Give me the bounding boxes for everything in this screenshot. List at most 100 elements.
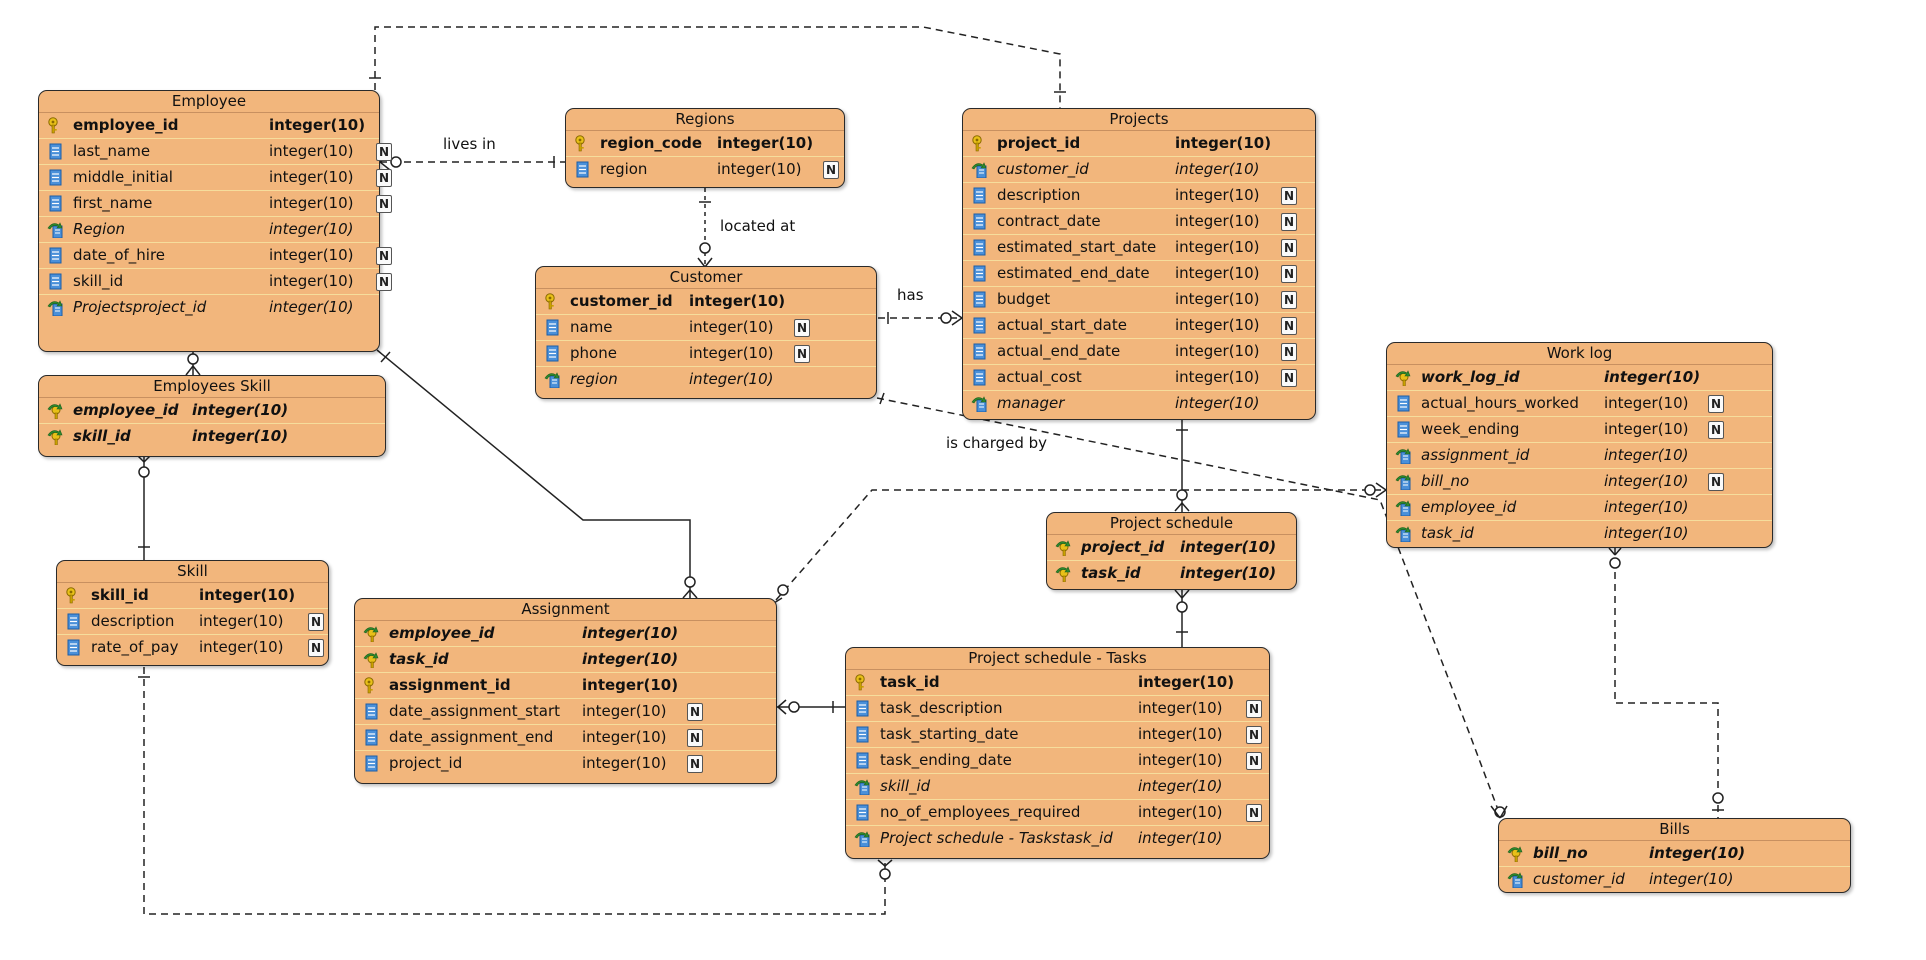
field-name: actual_start_date xyxy=(997,316,1127,334)
nullable-icon: N xyxy=(1246,700,1262,718)
field-type: integer(10) xyxy=(269,272,354,290)
nullable-icon: N xyxy=(1281,187,1297,205)
field-type: integer(10) xyxy=(1175,264,1260,282)
primary-foreign-key-icon xyxy=(47,402,63,420)
field-name: employee_id xyxy=(389,624,495,642)
field-name: task_id xyxy=(1421,524,1474,542)
foreign-key-column-icon xyxy=(1395,473,1411,491)
field-name: employee_id xyxy=(73,401,179,419)
rel-assignment-worklog xyxy=(775,489,1385,601)
rel-label-located-at: located at xyxy=(720,217,796,235)
field-row-task-id[interactable]: task_id integer(10) xyxy=(1387,521,1772,546)
field-type: integer(10) xyxy=(1604,524,1689,542)
field-name: date_assignment_end xyxy=(389,728,554,746)
nullable-icon: N xyxy=(376,195,392,213)
field-name: estimated_end_date xyxy=(997,264,1150,282)
column-icon xyxy=(971,265,987,282)
field-name: skill_id xyxy=(880,777,931,795)
field-type: integer(10) xyxy=(1180,564,1277,582)
field-name: region xyxy=(600,160,648,178)
rel-employee-projects xyxy=(374,26,1061,108)
field-name: skill_id xyxy=(73,427,131,445)
nullable-icon: N xyxy=(1246,752,1262,770)
column-icon xyxy=(971,213,987,230)
entity-title: Projects xyxy=(963,109,1315,131)
foreign-key-column-icon xyxy=(544,371,560,389)
primary-foreign-key-icon xyxy=(1055,565,1071,583)
column-icon xyxy=(854,804,870,821)
field-row-employee-id[interactable]: employee_id integer(10) xyxy=(355,621,776,647)
field-type: integer(10) xyxy=(1175,368,1260,386)
rel-skill-tasks xyxy=(143,667,886,915)
field-type: integer(10) xyxy=(582,624,679,642)
nullable-icon: N xyxy=(687,703,703,721)
primary-key-icon xyxy=(544,293,560,310)
nullable-icon: N xyxy=(1246,804,1262,822)
primary-key-icon xyxy=(47,117,63,134)
